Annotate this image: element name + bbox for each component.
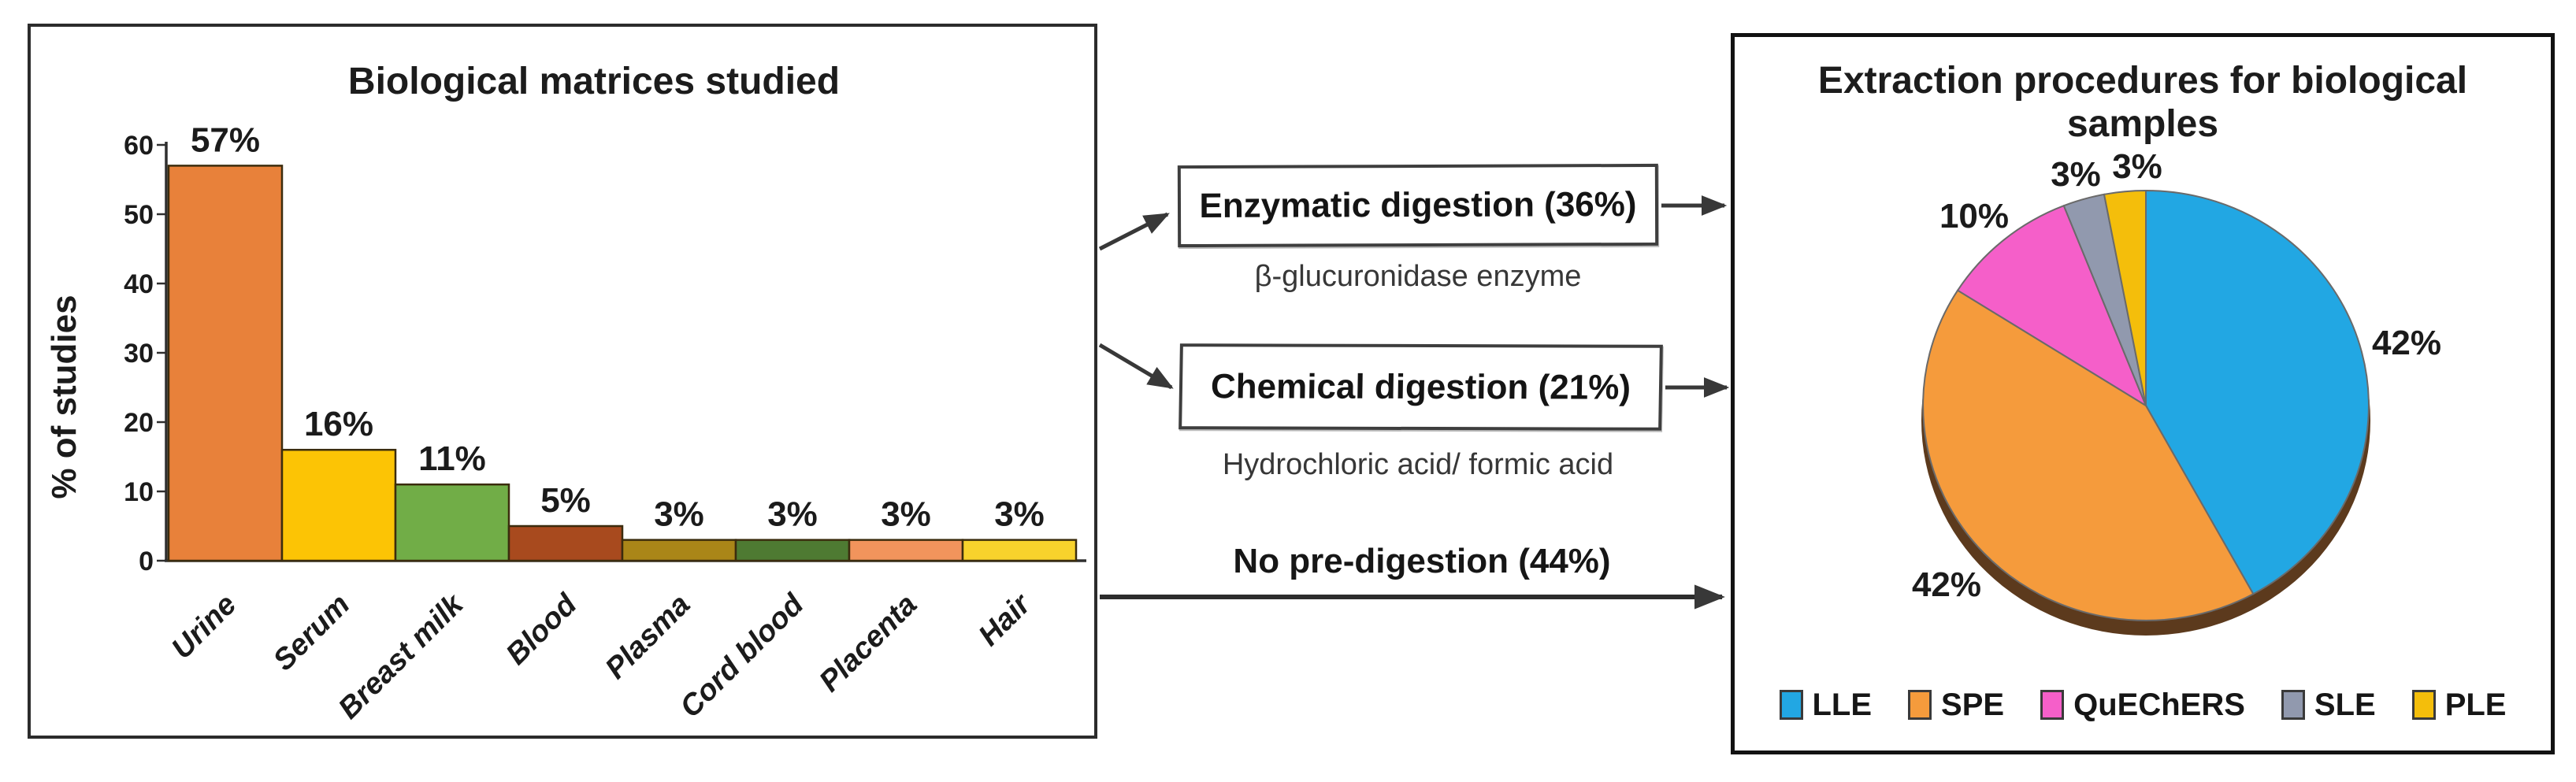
arrow-into-enzymatic xyxy=(1098,212,1170,251)
pie-value-label-lle: 42% xyxy=(2372,324,2441,362)
pie-legend: LLE SPE QuEChERS SLE PLE xyxy=(1735,680,2551,730)
legend-label-spe: SPE xyxy=(1941,687,2005,722)
bar-value-label-plasma: 3% xyxy=(654,495,704,534)
legend-label-ple: PLE xyxy=(2444,687,2507,722)
legend-item-spe: SPE xyxy=(1908,687,2004,723)
bar-value-label-serum: 16% xyxy=(304,405,373,443)
chemical-digestion-caption: Hydrochloric acid/ formic acid xyxy=(1222,448,1614,481)
bar-chart-plot: % of studies 0 10 20 30 40 50 60 57% Urine 16% Ser… xyxy=(45,120,1086,725)
bar-value-label-hair: 3% xyxy=(994,495,1045,534)
bar-blood xyxy=(507,524,624,562)
legend-label-sle: SLE xyxy=(2314,687,2376,722)
pie-value-label-ple: 3% xyxy=(2112,147,2162,186)
y-axis-title: % of studies xyxy=(45,295,84,498)
y-tick-label-10: 10 xyxy=(124,477,154,507)
bar-value-label-breast-milk: 11% xyxy=(418,439,486,478)
bar-value-label-urine: 57% xyxy=(191,120,260,159)
chemical-digestion-label: Chemical digestion (21%) xyxy=(1210,366,1631,407)
y-tick-label-0: 0 xyxy=(139,547,154,576)
pie-value-labels: 42% 42% 10% 3% 3% xyxy=(1912,147,2441,604)
legend-swatch-lle xyxy=(1779,690,1803,720)
legend-item-sle: SLE xyxy=(2281,687,2376,723)
bar-chart-title: Biological matrices studied xyxy=(347,61,841,102)
bar-chart-panel: Biological matrices studied % of studies… xyxy=(28,24,1097,739)
pie-chart-plot: 42% 42% 10% 3% 3% xyxy=(1912,147,2441,636)
bar-chart-bars xyxy=(167,165,1078,562)
y-tick-label-30: 30 xyxy=(124,339,154,369)
category-label-hair: Hair xyxy=(972,587,1038,653)
legend-swatch-ple xyxy=(2411,690,2436,720)
y-tick-label-60: 60 xyxy=(124,131,154,161)
pie-slice-ple xyxy=(2103,189,2147,406)
y-tick-label-20: 20 xyxy=(124,408,154,438)
enzymatic-digestion-box: Enzymatic digestion (36%) xyxy=(1177,163,1659,248)
arrow-into-chemical xyxy=(1098,343,1174,390)
category-label-placenta: Placenta xyxy=(813,588,923,699)
category-label-urine: Urine xyxy=(165,588,243,665)
pie-slice-lle xyxy=(2145,189,2370,595)
bar-urine xyxy=(167,165,284,562)
pie-slices xyxy=(1922,189,2370,621)
bar-value-label-cord-blood: 3% xyxy=(767,495,818,534)
legend-swatch-sle xyxy=(2281,690,2305,720)
pie-value-label-quechers: 10% xyxy=(1939,197,2009,235)
category-label-breast-milk: Breast milk xyxy=(332,587,471,725)
enzymatic-digestion-caption: β-glucuronidase enzyme xyxy=(1254,260,1582,293)
enzymatic-digestion-label: Enzymatic digestion (36%) xyxy=(1199,185,1637,225)
legend-item-lle: LLE xyxy=(1779,687,1873,723)
bar-value-label-placenta: 3% xyxy=(881,495,931,534)
pie-chart-title: Extraction procedures for biological sam… xyxy=(1817,60,2468,145)
bar-hair xyxy=(961,539,1078,562)
bar-plasma xyxy=(621,539,737,562)
y-tick-label-40: 40 xyxy=(124,269,154,299)
y-tick-label-50: 50 xyxy=(124,200,154,230)
no-predigestion-label: No pre-digestion (44%) xyxy=(1233,542,1611,580)
chemical-digestion-box: Chemical digestion (21%) xyxy=(1179,343,1663,431)
legend-swatch-spe xyxy=(1908,690,1932,720)
legend-item-ple: PLE xyxy=(2411,687,2507,723)
category-label-blood: Blood xyxy=(500,587,584,671)
pie-slice-quechers xyxy=(1956,204,2148,408)
legend-swatch-quechers xyxy=(2040,690,2065,720)
pie-value-label-sle: 3% xyxy=(2051,155,2101,194)
category-label-serum: Serum xyxy=(267,588,356,677)
bar-value-label-blood: 5% xyxy=(540,481,591,520)
category-label-cord-blood: Cord blood xyxy=(674,587,811,725)
legend-label-quechers: QuEChERS xyxy=(2073,687,2245,722)
bar-breast-milk xyxy=(394,483,510,562)
pie-value-label-spe: 42% xyxy=(1912,565,1981,604)
pie-chart-panel: Extraction procedures for biological sam… xyxy=(1731,33,2555,754)
bar-serum xyxy=(280,448,397,562)
bar-placenta xyxy=(848,539,964,562)
bar-cord-blood xyxy=(734,539,851,562)
legend-label-lle: LLE xyxy=(1812,687,1873,722)
pie-slice-spe xyxy=(1922,289,2255,621)
category-label-plasma: Plasma xyxy=(599,588,697,686)
legend-item-quechers: QuEChERS xyxy=(2040,687,2245,723)
